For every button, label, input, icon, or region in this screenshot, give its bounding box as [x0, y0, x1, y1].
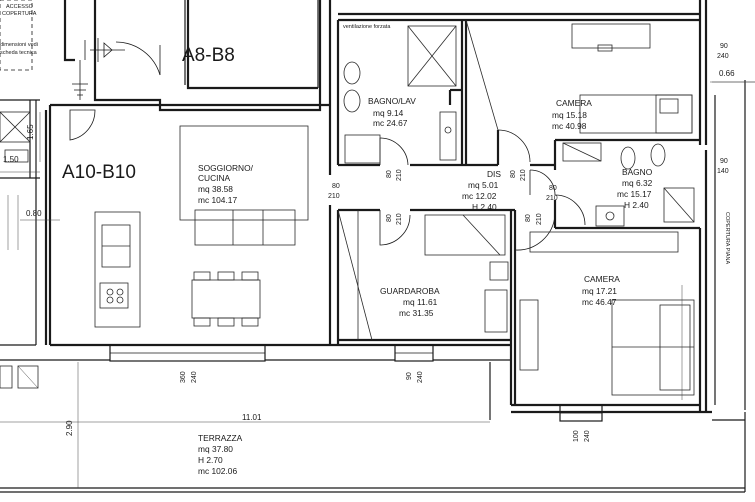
room-volume: mc 104.17	[198, 195, 237, 205]
opening-height: 210	[328, 193, 340, 200]
room-height: H 2.40	[624, 200, 649, 210]
room-name: CAMERA	[556, 98, 592, 108]
room-height: H 2.40	[472, 202, 497, 212]
roof-note: COPERTURA PIANA	[724, 212, 730, 264]
access-note-line: ACCESSO	[6, 4, 34, 10]
window-width: 90	[406, 372, 413, 380]
opening-height: 210	[536, 213, 543, 225]
dimension-label: 0.80	[26, 209, 42, 218]
window-height: 140	[717, 168, 729, 175]
room-area: mq 5.01	[468, 180, 499, 190]
opening-width: 80	[386, 214, 393, 222]
room-height: H 2.70	[198, 455, 223, 465]
room-bagno: BAGNO mq 6.32 mc 15.17 H 2.40	[617, 167, 653, 210]
window-width: 90	[720, 43, 728, 50]
opening-height: 210	[396, 213, 403, 225]
room-bagno-lav: ventilazione forzata BAGNO/LAV mq 9.14 m…	[343, 24, 416, 128]
dimension-label: 1.65	[26, 124, 35, 140]
dimension-label: 2.90	[65, 420, 74, 436]
room-area: mq 38.58	[198, 184, 233, 194]
opening-width: 80	[510, 170, 517, 178]
room-name: TERRAZZA	[198, 433, 243, 443]
access-note-line: scheda tecnica	[0, 50, 38, 56]
room-name: BAGNO	[622, 167, 653, 177]
room-name: CAMERA	[584, 274, 620, 284]
room-name: CUCINA	[198, 173, 231, 183]
room-name: DIS	[487, 169, 501, 179]
dimension-lines	[0, 81, 755, 488]
window-height: 240	[584, 430, 591, 442]
room-volume: mc 15.17	[617, 189, 652, 199]
room-volume: mc 40.98	[552, 121, 587, 131]
window-height: 240	[191, 371, 198, 383]
access-note-line: COPERTURA	[2, 11, 37, 17]
room-name: GUARDAROBA	[380, 286, 440, 296]
unit-label-a8-b8: A8-B8	[182, 45, 235, 66]
opening-codes: 80 210 80 210 80 210 80 210 80 210 80 21…	[180, 43, 729, 442]
room-volume: mc 102.06	[198, 466, 237, 476]
room-volume: mc 12.02	[462, 191, 497, 201]
window-width: 90	[720, 158, 728, 165]
room-volume: mc 24.67	[373, 118, 408, 128]
opening-width: 80	[386, 170, 393, 178]
room-guardaroba: GUARDAROBA mq 11.61 mc 31.35	[380, 286, 440, 318]
opening-height: 210	[520, 169, 527, 181]
room-name: BAGNO/LAV	[368, 96, 416, 106]
opening-height: 210	[396, 169, 403, 181]
room-volume: mc 31.35	[399, 308, 434, 318]
room-area: mq 6.32	[622, 178, 653, 188]
opening-height: 210	[546, 195, 558, 202]
room-area: mq 11.61	[403, 297, 438, 307]
room-camera-2: CAMERA mq 17.21 mc 46.47	[582, 274, 620, 307]
access-note-line: dimensioni vedi	[0, 42, 38, 48]
room-volume: mc 46.47	[582, 297, 617, 307]
room-note: ventilazione forzata	[343, 24, 391, 30]
opening-width: 80	[332, 183, 340, 190]
room-soggiorno: SOGGIORNO/ CUCINA mq 38.58 mc 104.17	[198, 163, 254, 205]
room-name: SOGGIORNO/	[198, 163, 254, 173]
furniture	[0, 0, 695, 400]
room-area: mq 15.18	[552, 110, 587, 120]
unit-label-a10-b10: A10-B10	[62, 162, 136, 183]
dimension-label: 0.66	[719, 69, 735, 78]
opening-width: 80	[525, 214, 532, 222]
doors	[69, 41, 586, 251]
window-width: 100	[573, 430, 580, 442]
dimension-label: 1.50	[3, 155, 19, 164]
room-area: mq 9.14	[373, 108, 404, 118]
opening-width: 80	[549, 185, 557, 192]
room-area: mq 37.80	[198, 444, 233, 454]
dimension-label: 11.01	[242, 413, 262, 422]
room-terrazza: TERRAZZA mq 37.80 H 2.70 mc 102.06	[198, 433, 243, 476]
window-height: 240	[717, 53, 729, 60]
room-area: mq 17.21	[582, 286, 617, 296]
access-note: ACCESSO COPERTURA dimensioni vedi scheda…	[0, 4, 38, 56]
room-dis: DIS mq 5.01 mc 12.02 H 2.40	[462, 169, 501, 212]
window-width: 360	[180, 371, 187, 383]
window-height: 240	[417, 371, 424, 383]
room-camera-1: CAMERA mq 15.18 mc 40.98	[552, 98, 592, 131]
